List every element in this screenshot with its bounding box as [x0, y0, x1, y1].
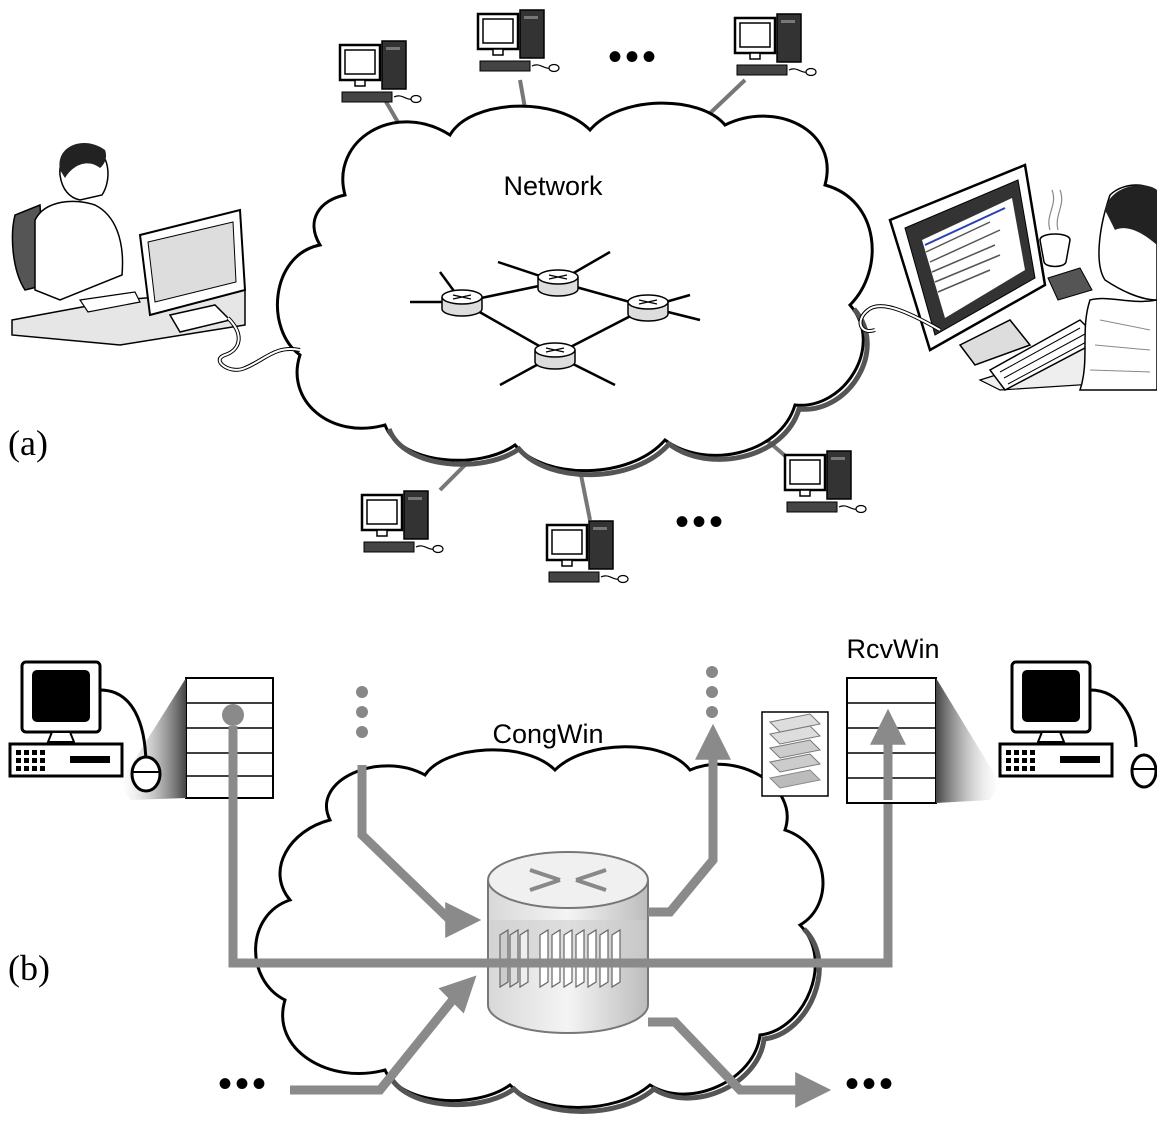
incoming-flow-arrow [357, 765, 482, 938]
desktop-computer-icon [783, 449, 868, 514]
panel-b-label: (b) [8, 948, 50, 988]
vertical-ellipsis-right [706, 666, 718, 718]
router-icon [534, 342, 576, 370]
incoming-flow-arrow [290, 975, 477, 1095]
vertical-ellipsis-left [356, 686, 368, 738]
rcvwin-label: RcvWin [847, 634, 940, 664]
ellipsis-bottom: ••• [675, 500, 726, 544]
router-icon [537, 269, 579, 297]
desktop-computer-icon [338, 39, 423, 104]
panel-a: (a) Network [8, 8, 1157, 584]
router-icon [627, 294, 669, 322]
receiver-computer-icon [998, 660, 1157, 789]
packet-stack-icon [761, 711, 829, 797]
outgoing-flow-arrow [648, 1017, 832, 1108]
ellipsis-outgoing: ••• [845, 1062, 896, 1106]
congwin-label: CongWin [492, 719, 603, 749]
desktop-computer-icon [360, 489, 445, 554]
desktop-computer-icon [733, 12, 818, 77]
outgoing-flow-arrow [648, 723, 731, 917]
panel-a-label: (a) [8, 423, 48, 463]
ellipsis-top: ••• [608, 35, 659, 79]
panel-b: (b) CongWin RcvWin ••• ••• [8, 634, 1157, 1114]
receiver-beam [936, 678, 1000, 803]
router-queue-icon [487, 851, 649, 1034]
user-workstation-right-icon [858, 163, 1157, 391]
desktop-computer-icon [545, 519, 630, 584]
router-icon [441, 289, 483, 317]
ellipsis-incoming: ••• [218, 1062, 269, 1106]
desktop-computer-icon [476, 8, 561, 73]
user-workstation-left-icon [11, 142, 301, 372]
network-label: Network [503, 171, 603, 201]
sender-computer-icon [8, 660, 162, 793]
